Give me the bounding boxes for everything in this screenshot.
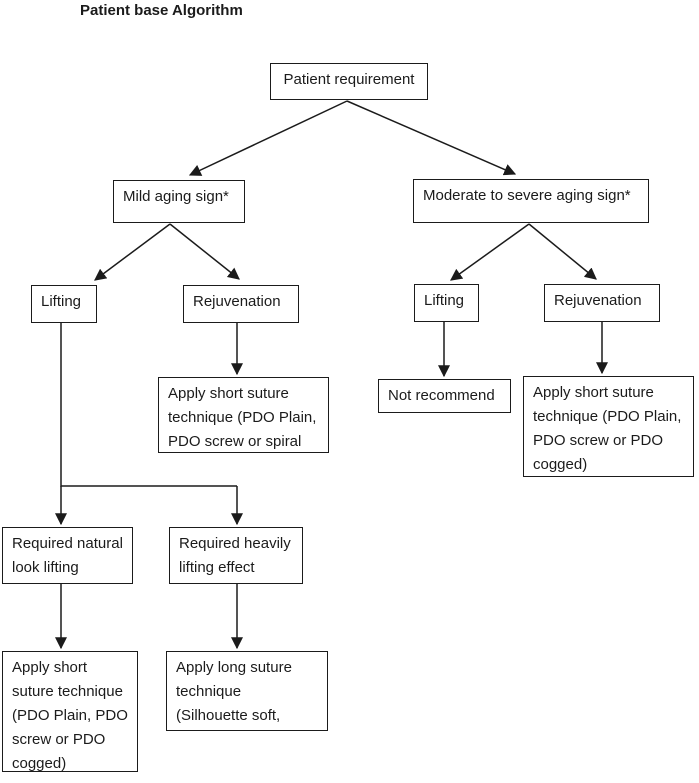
node-required-heavy-lifting: Required heavily lifting effect: [169, 527, 303, 584]
node-not-recommend: Not recommend: [378, 379, 511, 413]
node-apply-short-suture-spiral: Apply short suture technique (PDO Plain,…: [158, 377, 329, 453]
edge-mild-to-lifting: [94, 223, 171, 281]
node-severe-rejuvenation: Rejuvenation: [544, 284, 660, 322]
node-patient-requirement: Patient requirement: [270, 63, 428, 100]
node-apply-long-suture: Apply long suture technique (Silhouette …: [166, 651, 328, 731]
edge-moderate-to-rejuvenation: [528, 223, 597, 280]
node-apply-short-suture-cogged: Apply short suture technique (PDO Plain,…: [523, 376, 694, 477]
node-mild-lifting: Lifting: [31, 285, 97, 323]
node-moderate-severe-aging-sign: Moderate to severe aging sign*: [413, 179, 649, 223]
node-severe-lifting: Lifting: [414, 284, 479, 322]
node-mild-rejuvenation: Rejuvenation: [183, 285, 299, 323]
node-apply-short-suture-natural: Apply short suture technique (PDO Plain,…: [2, 651, 138, 772]
node-mild-aging-sign: Mild aging sign*: [113, 180, 245, 223]
edge-moderate-to-lifting: [450, 223, 530, 281]
edge-mild-to-rejuvenation: [169, 223, 240, 280]
page-title: Patient base Algorithm: [80, 2, 243, 19]
edge-patient-to-moderate: [346, 100, 517, 176]
node-required-natural-look: Required natural look lifting: [2, 527, 133, 584]
edge-patient-to-mild: [188, 100, 348, 176]
